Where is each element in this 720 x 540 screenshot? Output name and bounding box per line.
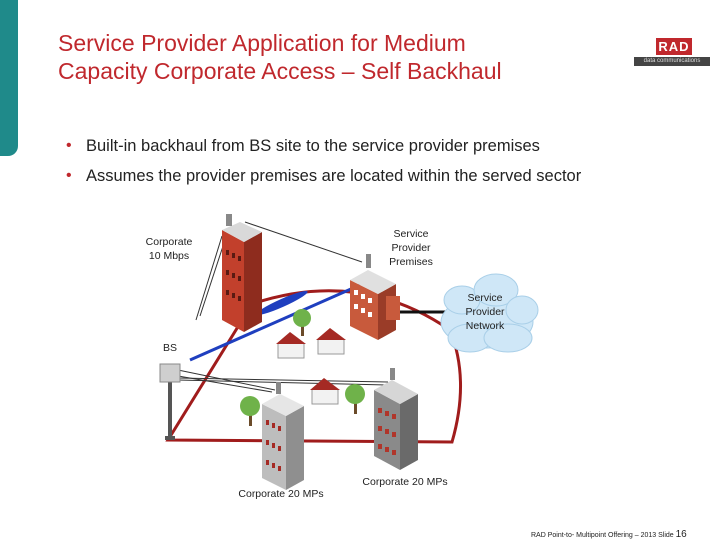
- corporate-building-left-icon: [262, 382, 304, 490]
- slide-title-line-2: Capacity Corporate Access – Self Backhau…: [58, 58, 502, 85]
- label-line: Provider: [391, 242, 431, 254]
- corporate-building-right-icon: [374, 368, 418, 470]
- bullet-item: • Built-in backhaul from BS site to the s…: [66, 134, 581, 164]
- base-station-mast-icon: [159, 363, 181, 440]
- tree-icon: [345, 384, 365, 414]
- bullet-dot-icon: •: [66, 137, 72, 154]
- label-line: Service: [393, 228, 429, 240]
- radio-links: [177, 221, 389, 393]
- slide-number: 16: [675, 529, 687, 540]
- label-bs: BS: [162, 342, 177, 354]
- bullet-list: • Built-in backhaul from BS site to the s…: [66, 134, 581, 194]
- tree-icon: [293, 309, 311, 336]
- slide-footer: RAD Point-to- Multipoint Offering – 2013…: [531, 529, 687, 540]
- label-corporate-10mbps: Corporate 10 Mbps: [136, 235, 202, 263]
- label-line: Premises: [389, 256, 433, 268]
- backhaul-link: [189, 283, 361, 362]
- rad-logo-mark: RAD: [656, 38, 692, 55]
- rad-logo-subtitle: data communications: [634, 57, 710, 66]
- bullet-item: • Assumes the provider premises are locat…: [66, 164, 581, 194]
- bullet-text: Built-in backhaul from BS site to the se…: [86, 137, 540, 155]
- house-icon: [310, 378, 340, 405]
- tree-icon: [240, 396, 260, 426]
- house-icon: [276, 332, 306, 359]
- label-line: Corporate: [145, 236, 193, 248]
- label-line: Provider: [465, 306, 505, 318]
- provider-premises-building-icon: [350, 254, 400, 340]
- footer-text: RAD Point-to- Multipoint Offering – 2013…: [531, 532, 674, 539]
- link-beam: [256, 291, 308, 315]
- corporate-tower-icon: [222, 214, 262, 332]
- slide-title-line-1: Service Provider Application for Medium: [58, 30, 466, 57]
- house-icon: [316, 328, 346, 355]
- label-corporate-20-left: Corporate 20 MPs: [238, 488, 324, 500]
- label-service-provider-premises: Service Provider Premises: [380, 227, 442, 269]
- label-line: Service: [467, 292, 503, 304]
- label-corporate-20-right: Corporate 20 MPs: [362, 476, 448, 488]
- rad-logo: RAD data communications: [634, 38, 710, 68]
- bullet-text: Assumes the provider premises are locate…: [86, 167, 582, 185]
- slide-title: Service Provider Application for Medium …: [58, 29, 618, 85]
- bullet-dot-icon: •: [66, 167, 72, 184]
- label-service-provider-network: Service Provider Network: [454, 291, 516, 333]
- label-line: Network: [465, 320, 505, 332]
- label-line: 10 Mbps: [148, 250, 190, 262]
- side-accent-bar: [0, 0, 18, 156]
- cloud-icon: [440, 273, 539, 353]
